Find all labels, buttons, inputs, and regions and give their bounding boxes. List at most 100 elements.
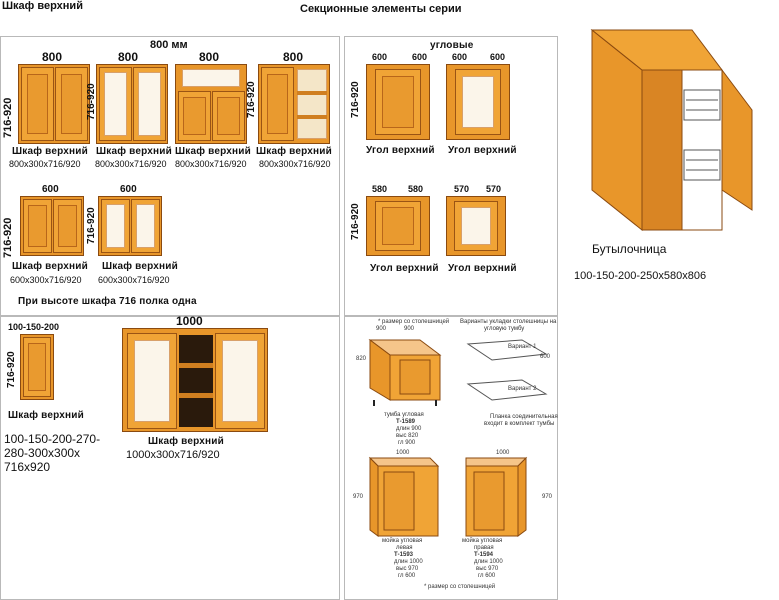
- sink-right-l3: Т-1594: [474, 552, 494, 558]
- item2-size: 800x300x716/920: [95, 159, 167, 169]
- corner4-name: Угол верхний: [448, 263, 517, 274]
- star-note-top: * размер со столешницей: [378, 319, 450, 325]
- corner3-w1: 580: [372, 184, 388, 194]
- narrow-sizes-3: 716х920: [4, 460, 51, 474]
- narrow-sizes-1: 100-150-200-270-: [4, 432, 101, 446]
- corner2-w2: 600: [490, 52, 506, 62]
- sink-right-l1: мойка угловая: [462, 538, 503, 544]
- sink-left-drawing: [368, 456, 440, 537]
- narrow-height: 716-920: [6, 351, 17, 388]
- shelf-note: При высоте шкафа 716 полка одна: [18, 296, 197, 307]
- row2-item2-name: Шкаф верхний: [102, 261, 178, 272]
- plinth-note-2: входит в комплект тумбы: [484, 421, 555, 427]
- item4-height: 716-920: [246, 81, 257, 118]
- dim-970b: 970: [542, 494, 553, 500]
- wide-width: 1000: [176, 314, 203, 328]
- item4-size: 800x300x716/920: [259, 159, 331, 169]
- bottle-size: 100-150-200-250х580х806: [574, 270, 707, 282]
- sink-left-l2: левая: [396, 545, 413, 551]
- row2-item2-size: 600x300x716/920: [98, 275, 170, 285]
- narrow-cabinet: [20, 334, 54, 400]
- narrow-width: 100-150-200: [8, 322, 60, 332]
- corner-unit-l4: выс 820: [396, 433, 419, 439]
- section-corner-frame: [344, 36, 558, 316]
- corner-cabinet-4-glass: [446, 196, 506, 256]
- dim-1000a: 1000: [396, 450, 410, 456]
- corner-cabinet-3: [366, 196, 430, 256]
- cabinet-glass: [96, 64, 168, 144]
- top-left-title: Шкаф верхний: [2, 0, 83, 12]
- item2-name: Шкаф верхний: [96, 146, 172, 157]
- dim-1000b: 1000: [496, 450, 510, 456]
- corner-base-unit-drawing: [368, 339, 442, 406]
- corner4-w1: 570: [454, 184, 470, 194]
- corner-unit-l5: гл 900: [398, 440, 416, 446]
- corner-title: угловые: [430, 40, 474, 51]
- row2-item2-width: 600: [120, 184, 137, 195]
- plinth-note-1: Планка соединительная: [490, 414, 558, 420]
- row2-item1-size: 600x300x716/920: [10, 275, 82, 285]
- corner-unit-l3: длин 900: [396, 426, 422, 432]
- sink-right-drawing: [465, 456, 528, 537]
- corner-cabinet-1: [366, 64, 430, 140]
- item3-size: 800x300x716/920: [175, 159, 247, 169]
- row2-item1-height: 716-920: [2, 217, 14, 258]
- sink-left-l4: длин 1000: [394, 559, 423, 565]
- corner3-w2: 580: [408, 184, 424, 194]
- corner1-w2: 600: [412, 52, 428, 62]
- sink-left-l3: Т-1593: [394, 552, 414, 558]
- sink-right-l5: выс 970: [476, 566, 499, 572]
- header-title: Секционные элементы серии: [300, 3, 462, 15]
- sink-right-l4: длин 1000: [474, 559, 503, 565]
- dim-900a: 900: [376, 326, 387, 332]
- corner3-name: Угол верхний: [370, 263, 439, 274]
- group-width-label: 800 мм: [150, 39, 188, 51]
- corner1-w1: 600: [372, 52, 388, 62]
- corner-unit-l2: Т-1589: [396, 419, 416, 425]
- sink-left-l5: выс 970: [396, 566, 419, 572]
- sink-left-l1: мойка угловая: [382, 538, 423, 544]
- dim-600: 600: [540, 354, 551, 360]
- dim-820: 820: [356, 356, 367, 362]
- wide-cabinet: [122, 328, 268, 432]
- item4-name: Шкаф верхний: [256, 146, 332, 157]
- narrow-name: Шкаф верхний: [8, 410, 84, 421]
- narrow-sizes-2: 280-300х300х: [4, 446, 81, 460]
- corner4-w2: 570: [486, 184, 502, 194]
- variants-title-1: Варианты укладки столешницы на: [460, 319, 557, 325]
- variant2-label: Вариант 2: [508, 386, 537, 392]
- row2-item1-width: 600: [42, 184, 59, 195]
- corner-unit-l1: тумба угловая: [384, 412, 424, 418]
- corner-cabinet-2-glass: [446, 64, 510, 140]
- item3-width: 800: [199, 50, 220, 64]
- variants-title-2: угловую тумбу: [484, 326, 525, 332]
- dim-900b: 900: [404, 326, 415, 332]
- bottle-rack-illustration: [590, 28, 753, 232]
- dim-970a: 970: [353, 494, 364, 500]
- item2-width: 800: [118, 50, 139, 64]
- corner2-w1: 600: [452, 52, 468, 62]
- wide-size: 1000x300x716/920: [126, 449, 220, 461]
- cabinet-open-top: [175, 64, 247, 144]
- item3-name: Шкаф верхний: [175, 146, 251, 157]
- bottle-name: Бутылочница: [592, 242, 667, 256]
- corner1-name: Угол верхний: [366, 145, 435, 156]
- corner3-height: 716-920: [350, 203, 361, 240]
- item1-name: Шкаф верхний: [12, 146, 88, 157]
- sink-right-l2: правая: [474, 545, 494, 551]
- item1-size: 800x300x716/920: [9, 159, 81, 169]
- row2-item1-name: Шкаф верхний: [12, 261, 88, 272]
- cabinet-two-door: [18, 64, 90, 144]
- sink-right-l6: гл 600: [478, 573, 496, 579]
- cabinet-600-glass: [98, 196, 162, 256]
- countertop-variants-drawing: [466, 339, 548, 401]
- star-note-bottom: * размер со столешницей: [424, 584, 496, 590]
- item1-height: 716-920: [2, 97, 14, 138]
- row2-item2-height: 716-920: [86, 207, 97, 244]
- item4-width: 800: [283, 50, 304, 64]
- cabinet-door-shelves: [258, 64, 330, 144]
- wide-name: Шкаф верхний: [148, 436, 224, 447]
- sink-left-l6: гл 600: [398, 573, 416, 579]
- cabinet-600-two-door: [20, 196, 84, 256]
- variant1-label: Вариант 1: [508, 344, 537, 350]
